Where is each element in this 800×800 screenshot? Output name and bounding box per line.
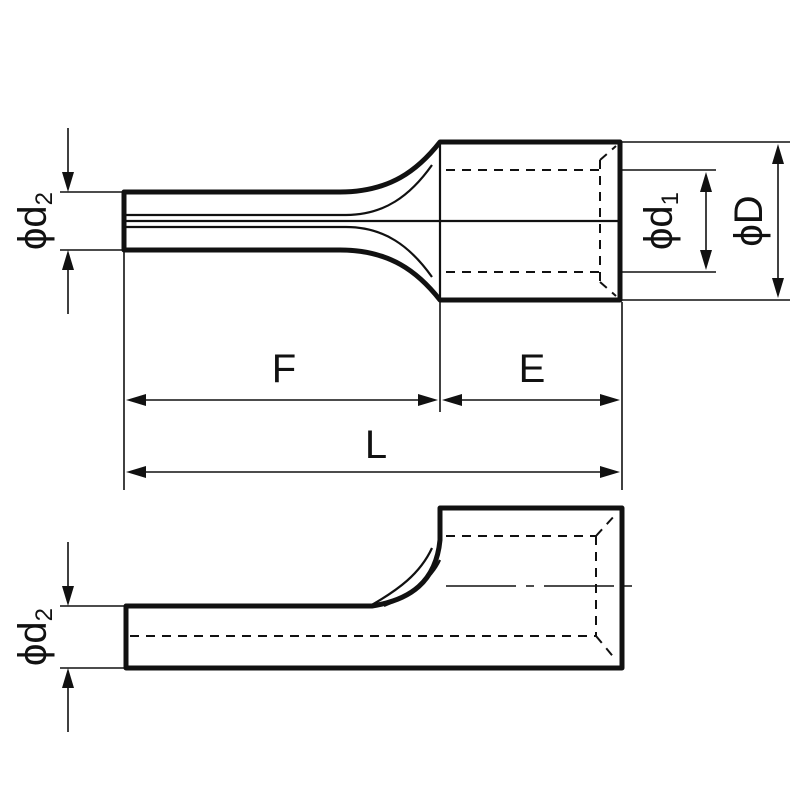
bottom-phi-d2-dimension: ϕd2 [11, 542, 126, 732]
bottom-view [123, 505, 636, 671]
bottom-bore-chamfer-down [595, 635, 617, 661]
phi-D-dimension: ϕD [620, 141, 790, 301]
phi-d1-dimension: ϕd1 [620, 169, 716, 273]
top-pin-inner-lower [126, 225, 433, 278]
bottom-pin-outline [123, 505, 625, 671]
bottom-bore-chamfer-up [595, 513, 617, 537]
top-phi-d2-label: ϕd2 [11, 192, 58, 250]
phi-d1-label: ϕd1 [637, 192, 684, 250]
bottom-phi-d2-label: ϕd2 [11, 608, 58, 666]
top-bore-chamfer-down [599, 281, 617, 297]
F-label: F [272, 347, 296, 391]
E-label: E [519, 347, 546, 391]
top-bore-chamfer-up [599, 145, 617, 161]
top-pin-inner-upper [126, 164, 433, 217]
phi-D-label: ϕD [727, 195, 771, 246]
top-view [121, 139, 623, 303]
top-phi-d2-dimension: ϕd2 [11, 128, 124, 314]
bottom-pin-crease [369, 547, 433, 607]
bottom-pin-crease-fill [383, 559, 442, 608]
L-label: L [365, 423, 387, 467]
length-dimensions: F E L [123, 252, 623, 490]
